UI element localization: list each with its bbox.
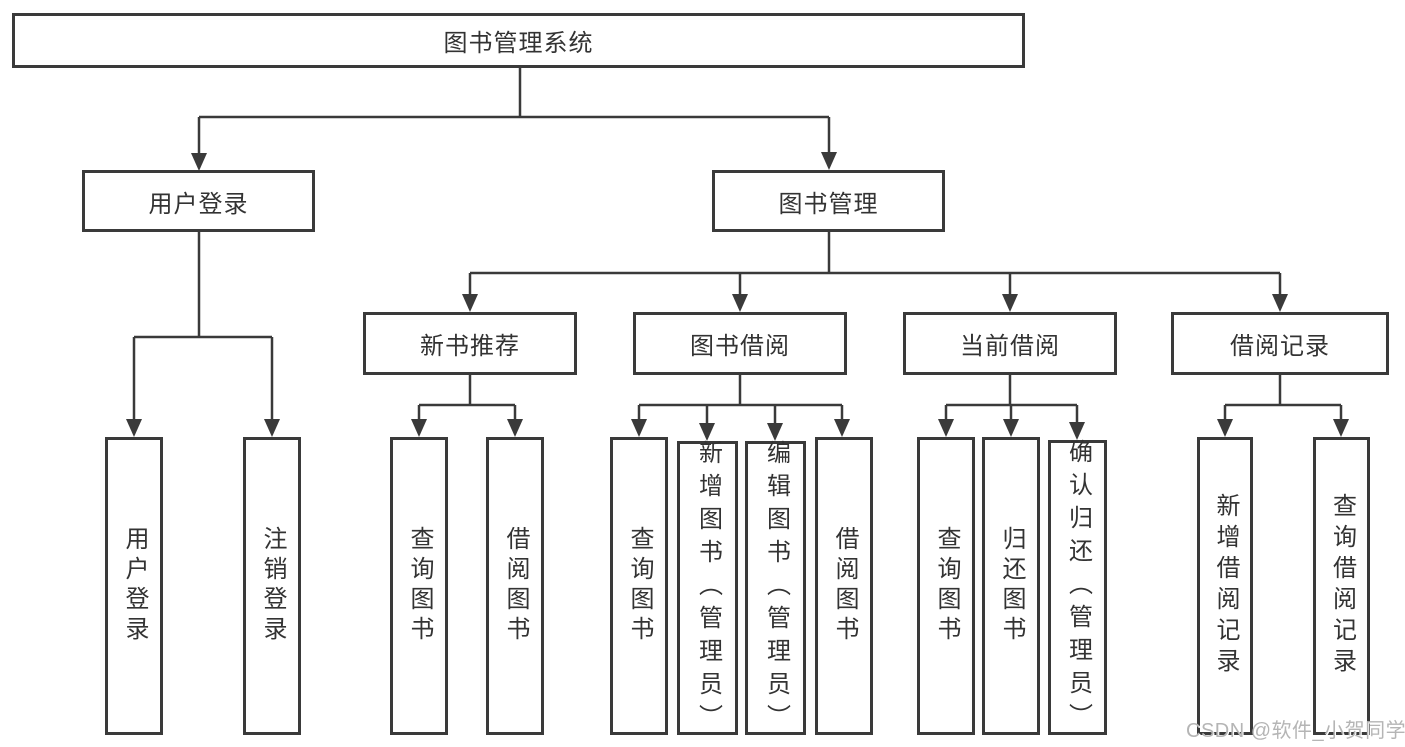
leaf-records-query-record-label: 查询借阅记录 [1328, 493, 1356, 679]
leaf-logout-login: 注销登录 [243, 437, 301, 735]
node-book-management-label: 图书管理 [778, 190, 879, 218]
node-root: 图书管理系统 [12, 13, 1025, 68]
node-current-borrow: 当前借阅 [903, 312, 1117, 375]
leaf-borrow-edit-books-admin: 编辑图书（管理员） [745, 439, 806, 737]
leaf-borrow-edit-books-admin-label: 编辑图书（管理员） [762, 439, 790, 737]
node-user-login: 用户登录 [82, 170, 315, 232]
leaf-recommend-borrow-books: 借阅图书 [486, 437, 544, 735]
node-book-management: 图书管理 [712, 170, 945, 232]
leaf-current-query-books-label: 查询图书 [933, 526, 960, 646]
leaf-user-login: 用户登录 [105, 437, 163, 735]
leaf-borrow-add-books-admin: 新增图书（管理员） [677, 439, 738, 737]
node-new-book-recommend-label: 新书推荐 [420, 333, 520, 360]
connector-path [132, 68, 1343, 424]
leaf-logout-login-label: 注销登录 [259, 526, 286, 646]
leaf-records-add-record: 新增借阅记录 [1197, 437, 1253, 735]
leaf-user-login-label: 用户登录 [121, 526, 148, 646]
watermark: CSDN @软件_小贺同学 [1186, 720, 1405, 742]
node-book-borrow: 图书借阅 [633, 312, 847, 375]
node-root-label: 图书管理系统 [443, 30, 594, 57]
node-borrow-records-label: 借阅记录 [1230, 333, 1330, 360]
leaf-recommend-borrow-books-label: 借阅图书 [502, 526, 529, 646]
leaf-current-return-books-label: 归还图书 [998, 526, 1025, 646]
node-new-book-recommend: 新书推荐 [363, 312, 577, 375]
leaf-current-confirm-return-admin: 确认归还（管理员） [1048, 439, 1107, 736]
leaf-borrow-query-books-label: 查询图书 [626, 526, 653, 646]
leaf-current-return-books: 归还图书 [982, 437, 1040, 735]
node-user-login-label: 用户登录 [148, 190, 249, 218]
leaf-recommend-query-books-label: 查询图书 [406, 526, 433, 646]
node-current-borrow-label: 当前借阅 [960, 333, 1060, 360]
leaf-borrow-borrow-books-label: 借阅图书 [831, 526, 858, 646]
leaf-recommend-query-books: 查询图书 [390, 437, 448, 735]
leaf-borrow-add-books-admin-label: 新增图书（管理员） [694, 439, 722, 737]
node-book-borrow-label: 图书借阅 [690, 333, 790, 360]
leaf-borrow-borrow-books: 借阅图书 [815, 437, 873, 735]
leaf-records-add-record-label: 新增借阅记录 [1212, 493, 1239, 679]
leaf-current-query-books: 查询图书 [917, 437, 975, 735]
arrowheads [126, 152, 1349, 441]
leaf-current-confirm-return-admin-label: 确认归还（管理员） [1064, 439, 1092, 736]
leaf-borrow-query-books: 查询图书 [610, 437, 668, 735]
leaf-records-query-record: 查询借阅记录 [1313, 437, 1370, 735]
node-borrow-records: 借阅记录 [1171, 312, 1389, 375]
